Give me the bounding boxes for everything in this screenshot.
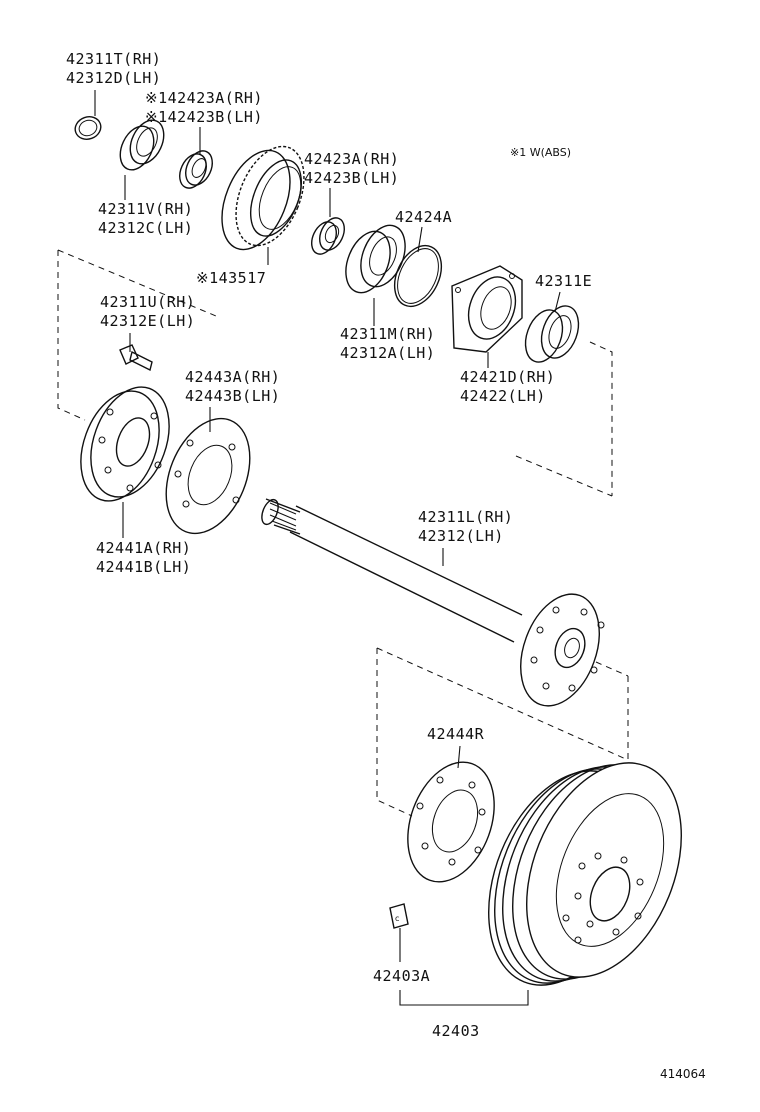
callout-rotor[interactable]: ※143517 xyxy=(196,269,266,287)
brake-drum-part xyxy=(488,762,682,986)
callout-abs-bearing-line1: ※142423A(RH) xyxy=(145,89,263,107)
hub-bolt-part xyxy=(119,344,153,372)
callout-brake-drum[interactable]: 42403 xyxy=(432,1022,480,1040)
callout-drum-plug[interactable]: 42403A xyxy=(373,967,430,985)
callout-hub-bolt[interactable]: 42311U(RH) 42312E(LH) xyxy=(100,293,195,330)
callout-axle-shaft[interactable]: 42311L(RH) 42312(LH) xyxy=(418,508,513,545)
gasket-plate-part xyxy=(165,417,251,535)
callout-bearing-case-line2: 42422(LH) xyxy=(460,387,546,405)
abs-rotor-part xyxy=(221,145,305,251)
callout-hub-gasket[interactable]: 42444R xyxy=(427,725,485,743)
callout-retainer-line2: 42312A(LH) xyxy=(340,344,435,362)
callout-oil-seal-line1: 42311V(RH) xyxy=(98,200,193,218)
callout-hub-bolt-line2: 42312E(LH) xyxy=(100,312,195,330)
callout-bearing-line1: 42423A(RH) xyxy=(304,150,399,168)
axle-shaft-part xyxy=(261,498,605,707)
callout-bearing-line2: 42423B(LH) xyxy=(304,169,399,187)
leader-lines xyxy=(94,90,561,1006)
abs-bearing-part xyxy=(179,150,213,189)
outer-seal-part xyxy=(524,305,580,363)
callout-outer-seal[interactable]: 42311E xyxy=(535,272,592,290)
backing-plate-part xyxy=(80,386,170,502)
callout-abs-bearing[interactable]: ※142423A(RH) ※142423B(LH) xyxy=(145,89,263,126)
callout-gasket-plate-line1: 42443A(RH) xyxy=(185,368,280,386)
oil-seal-part xyxy=(119,119,165,171)
hub-gasket-part xyxy=(407,761,495,883)
bearing-part xyxy=(311,217,345,255)
svg-text:c: c xyxy=(395,914,399,923)
callout-backing-plate[interactable]: 42441A(RH) 42441B(LH) xyxy=(96,539,191,576)
callout-retainer-line1: 42311M(RH) xyxy=(340,325,435,343)
callout-gasket-plate[interactable]: 42443A(RH) 42443B(LH) xyxy=(185,368,280,405)
callout-bearing[interactable]: 42423A(RH) 42423B(LH) xyxy=(304,150,399,187)
callout-snap-ring[interactable]: 42311T(RH) 42312D(LH) xyxy=(66,50,161,87)
callout-bearing-case[interactable]: 42421D(RH) 42422(LH) xyxy=(460,368,555,405)
callout-bearing-case-line1: 42421D(RH) xyxy=(460,368,555,386)
diagram-id: 414064 xyxy=(660,1067,706,1081)
drum-plug-part: c xyxy=(389,903,409,929)
callout-gasket-plate-line2: 42443B(LH) xyxy=(185,387,280,405)
o-ring-part xyxy=(393,244,443,308)
alignment-dashed-lines xyxy=(57,249,629,817)
callout-retainer[interactable]: 42311M(RH) 42312A(LH) xyxy=(340,325,435,362)
callout-snap-ring-line2: 42312D(LH) xyxy=(66,69,161,87)
callout-abs-bearing-line2: ※142423B(LH) xyxy=(145,108,263,126)
callout-axle-shaft-line2: 42312(LH) xyxy=(418,527,504,545)
bearing-case-part xyxy=(451,265,523,353)
abs-note: ※1 W(ABS) xyxy=(510,146,571,159)
callout-snap-ring-line1: 42311T(RH) xyxy=(66,50,161,68)
callout-o-ring[interactable]: 42424A xyxy=(395,208,452,226)
snap-ring-part xyxy=(74,116,102,140)
callout-backing-plate-line1: 42441A(RH) xyxy=(96,539,191,557)
callout-axle-shaft-line1: 42311L(RH) xyxy=(418,508,513,526)
callout-oil-seal[interactable]: 42311V(RH) 42312C(LH) xyxy=(98,200,193,237)
callout-backing-plate-line2: 42441B(LH) xyxy=(96,558,191,576)
retainer-part xyxy=(345,224,406,294)
callout-oil-seal-line2: 42312C(LH) xyxy=(98,219,193,237)
callout-hub-bolt-line1: 42311U(RH) xyxy=(100,293,195,311)
